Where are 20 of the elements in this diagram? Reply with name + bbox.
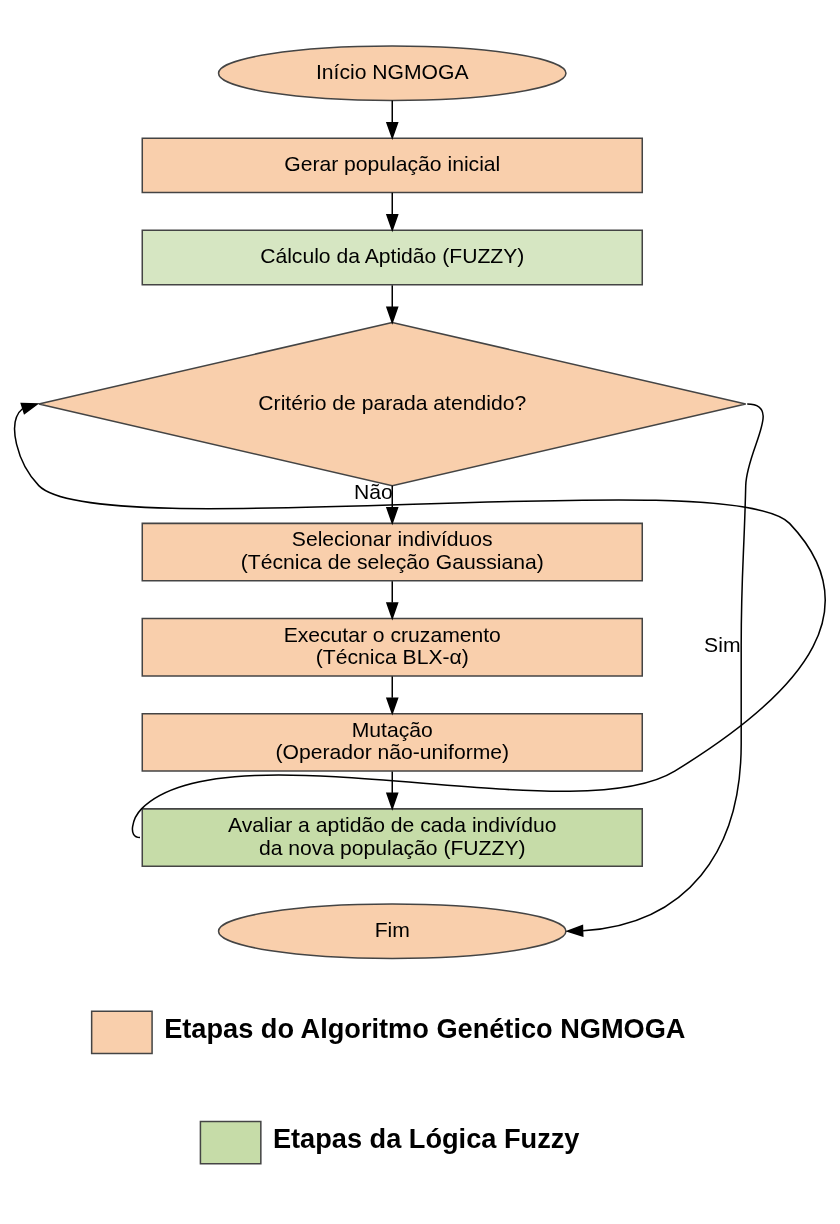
node-box: Selecionar indivíduos (Técnica de seleção Gaussiana) [141, 522, 643, 582]
node-ellipse: Início NGMOGA [217, 44, 567, 101]
node-box: Executar o cruzamento (Técnica BLX-α) [141, 617, 643, 677]
node-box: Gerar população inicial [141, 136, 643, 193]
arrow [565, 402, 764, 937]
legend-label: Etapas da Lógica Fuzzy [272, 1122, 580, 1154]
edge-label: Sim [704, 632, 741, 656]
arrow [385, 675, 399, 716]
node-ellipse: Fim [217, 902, 567, 959]
node-box: Cálculo da Aptidão (FUZZY) [141, 229, 643, 285]
node-box: Mutação (Operador não-uniforme) [141, 712, 643, 772]
arrow [385, 484, 399, 525]
arrow [13, 402, 826, 838]
arrow [385, 579, 399, 620]
node-box: Avaliar a aptidão de cada indivíduo da nova população (FUZZY) [141, 807, 643, 867]
legend-label: Etapas do Algoritmo Genético NGMOGA [164, 1012, 686, 1044]
arrow [385, 770, 399, 811]
arrow [385, 191, 399, 232]
arrow [385, 99, 399, 140]
arrow [385, 284, 399, 325]
